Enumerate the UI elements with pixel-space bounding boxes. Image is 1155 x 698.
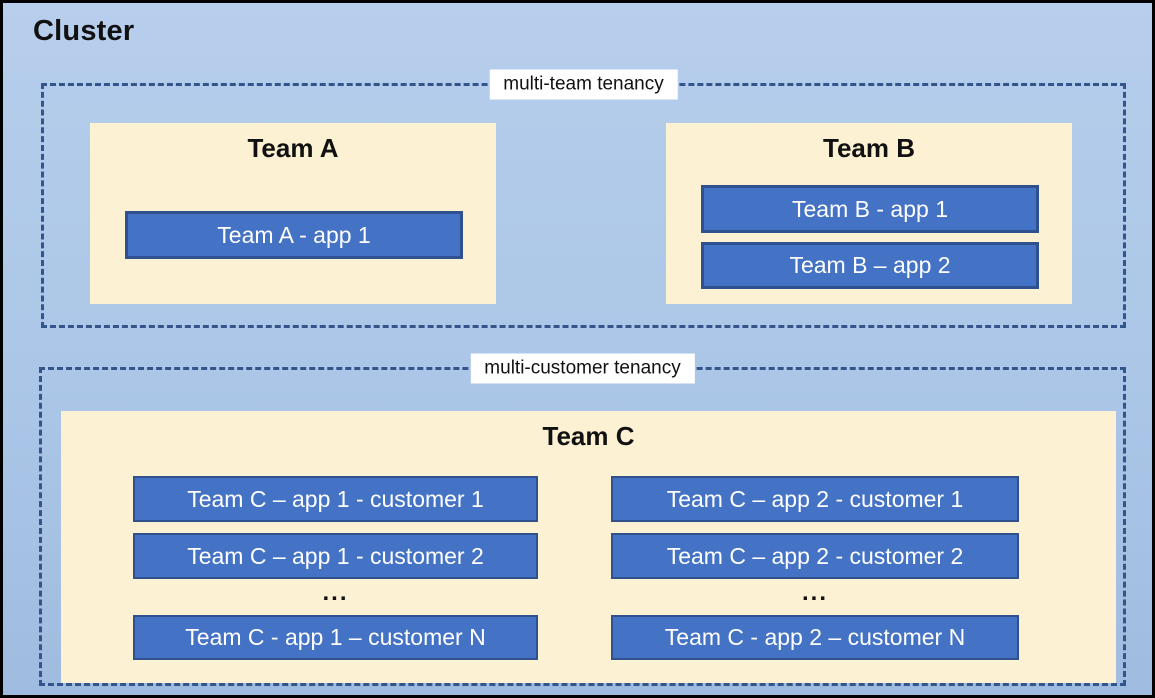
team-c-app1-ellipsis: ...: [322, 579, 349, 606]
team-b-box: Team B Team B - app 1 Team B – app 2: [666, 123, 1072, 304]
team-c-app1-customer-n: Team C - app 1 – customer N: [133, 615, 538, 660]
team-b-title: Team B: [823, 133, 915, 163]
team-a-box: Team A Team A - app 1: [90, 123, 496, 304]
cluster-title: Cluster: [33, 15, 135, 47]
team-c-app2-column: Team C – app 2 - customer 1 Team C – app…: [611, 476, 1019, 660]
multi-customer-tenancy-label: multi-customer tenancy: [470, 353, 695, 384]
multi-team-tenancy-group: multi-team tenancy Team A Team A - app 1…: [41, 69, 1126, 328]
team-a-title: Team A: [247, 133, 339, 163]
multi-customer-tenancy-group: multi-customer tenancy Team C Team C – a…: [39, 353, 1126, 686]
team-a-app-1: Team A - app 1: [125, 211, 463, 259]
team-c-box: Team C Team C – app 1 - customer 1 Team …: [61, 411, 1116, 683]
team-c-app2-customer-1: Team C – app 2 - customer 1: [611, 476, 1019, 522]
team-c-app1-column: Team C – app 1 - customer 1 Team C – app…: [133, 476, 538, 660]
team-c-app2-customer-2: Team C – app 2 - customer 2: [611, 533, 1019, 579]
multi-team-tenancy-label: multi-team tenancy: [489, 69, 678, 100]
team-c-app2-customer-n: Team C - app 2 – customer N: [611, 615, 1019, 660]
team-b-app-1: Team B - app 1: [701, 185, 1039, 233]
team-c-app1-customer-2: Team C – app 1 - customer 2: [133, 533, 538, 579]
team-b-app-2: Team B – app 2: [701, 242, 1039, 289]
team-c-title: Team C: [542, 421, 635, 451]
team-c-app1-customer-1: Team C – app 1 - customer 1: [133, 476, 538, 522]
team-c-app2-ellipsis: ...: [801, 579, 828, 606]
